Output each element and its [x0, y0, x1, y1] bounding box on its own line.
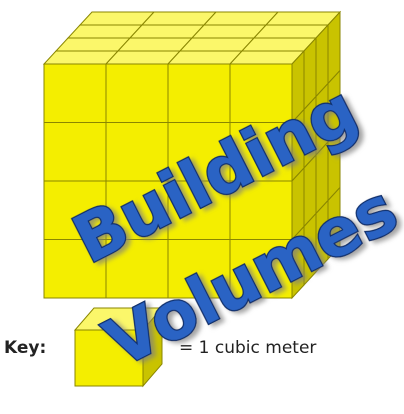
big-cube-front-cell [43, 63, 107, 123]
big-cube-top-cell [178, 37, 256, 52]
big-cube-top-cell [66, 24, 144, 39]
unit-cube-side-cell [142, 306, 163, 388]
big-cube-front-cell [105, 63, 169, 123]
big-cube-front-cell [167, 63, 231, 123]
key-value: = 1 cubic meter [179, 338, 317, 358]
big-cube-top-cell [116, 37, 194, 52]
big-cube-side-cell [327, 186, 341, 261]
big-cube-front-cell [43, 122, 107, 182]
big-cube-top-cell [252, 24, 330, 39]
big-cube-top-cell [128, 24, 206, 39]
big-cube-top-cell [166, 50, 244, 65]
big-cube [42, 10, 342, 300]
big-cube-top-cell [54, 37, 132, 52]
big-cube-top-cell [190, 24, 268, 39]
big-cube-top-cell [104, 50, 182, 65]
big-cube-top-cell [78, 11, 156, 26]
key-label: Key: [4, 338, 47, 358]
big-cube-top-cell [264, 11, 342, 26]
unit-cube-key [73, 306, 164, 388]
big-cube-top-cell [140, 11, 218, 26]
big-cube-top-cell [240, 37, 318, 52]
big-cube-top-cell [202, 11, 280, 26]
big-cube-top-cell [42, 50, 120, 65]
big-cube-top-cell [228, 50, 306, 65]
